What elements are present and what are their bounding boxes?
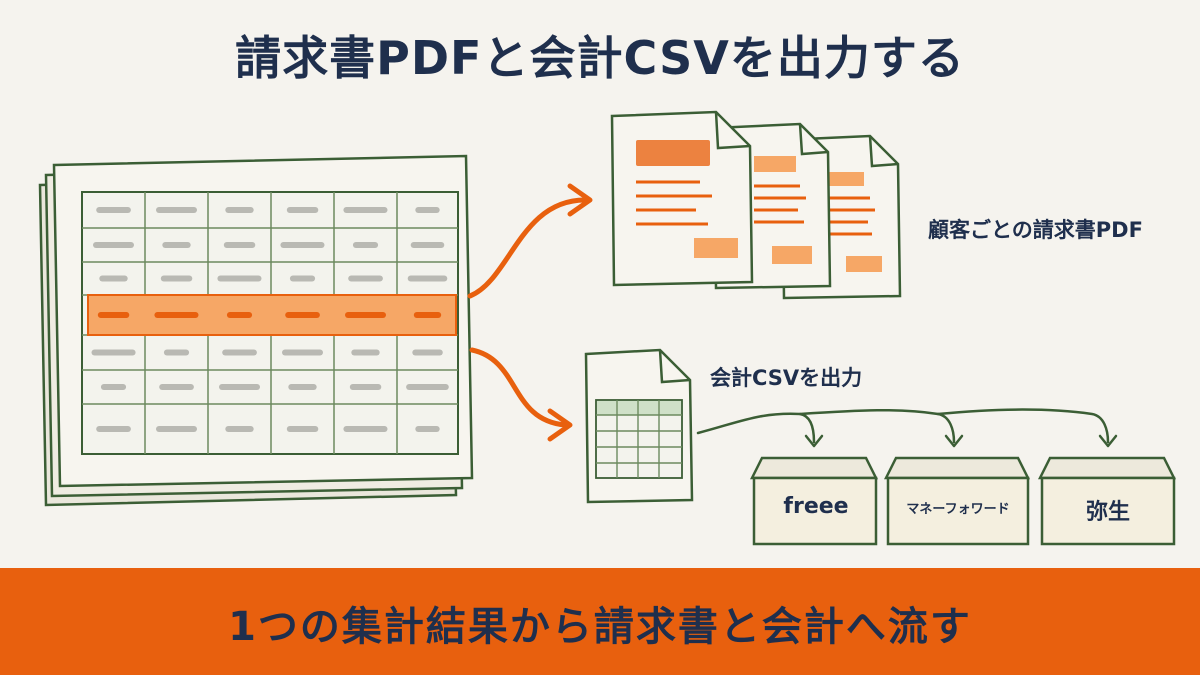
cell-dash [289,275,316,282]
csv-file [584,348,694,504]
highlighted-cell-dash [226,312,253,318]
arrow-to-pdf [467,197,588,299]
cell-dash [162,242,191,248]
highlighted-cell-dash [413,312,442,318]
cell-dash [352,242,379,248]
arrow-to-csv [469,347,568,428]
cell-dash [351,349,380,356]
cell-dash [222,349,257,356]
cell-dash [160,275,193,282]
cell-dash [217,275,262,282]
pdf-document-stack [610,110,902,300]
cell-dash [100,384,127,390]
arrow-to-csv-head [547,408,573,442]
cell-dash [159,384,194,390]
cell-dash [348,275,383,282]
cell-dash [280,242,325,248]
cell-dash [156,207,197,213]
cell-dash [286,207,319,213]
pdf-doc-front [610,110,754,287]
cell-dash [349,384,382,390]
highlighted-cell-dash [154,312,199,318]
cell-dash [288,384,317,390]
cell-dash [163,349,190,356]
arrow-to-pdf-head [567,183,593,217]
cell-dash [343,207,388,213]
footer-banner-text: 1つの集計結果から請求書と会計へ流す [228,604,972,650]
cell-dash [223,242,256,248]
box-freee [749,456,879,546]
cell-dash [96,207,131,213]
box-yayoi [1037,456,1177,546]
spreadsheet-book [38,154,474,507]
footer-banner [0,568,1200,675]
box-moneyforward [883,456,1031,546]
page-title: 請求書PDFと会計CSVを出力する [235,31,965,85]
cell-dash [415,207,440,213]
cell-dash [96,426,131,432]
destination-moneyforward-label: マネーフォワード [906,502,1010,517]
highlighted-cell-dash [285,312,320,318]
cell-dash [225,207,254,213]
cell-dash [91,349,136,356]
highlighted-row [87,294,457,336]
destination-yayoi-label: 弥生 [1085,500,1130,525]
cell-dash [407,275,448,282]
cell-dash [219,384,260,390]
cell-dash [93,242,134,248]
cell-dash [286,426,319,432]
spreadsheet-cells [91,207,449,432]
destination-freee-label: freee [783,494,849,519]
cell-dash [343,426,388,432]
cell-dash [282,349,323,356]
csv-label: 会計CSVを出力 [710,366,863,390]
csv-distribution-arrows [696,408,1118,448]
cell-dash [415,426,440,432]
cell-dash [99,275,128,282]
cell-dash [156,426,197,432]
cell-dash [410,242,445,248]
cell-dash [406,384,449,390]
cell-dash [412,349,443,356]
highlighted-cell-dash [97,312,130,318]
cell-dash [225,426,254,432]
pdf-label: 顧客ごとの請求書PDF [928,218,1143,242]
highlighted-cell-dash [345,312,386,318]
